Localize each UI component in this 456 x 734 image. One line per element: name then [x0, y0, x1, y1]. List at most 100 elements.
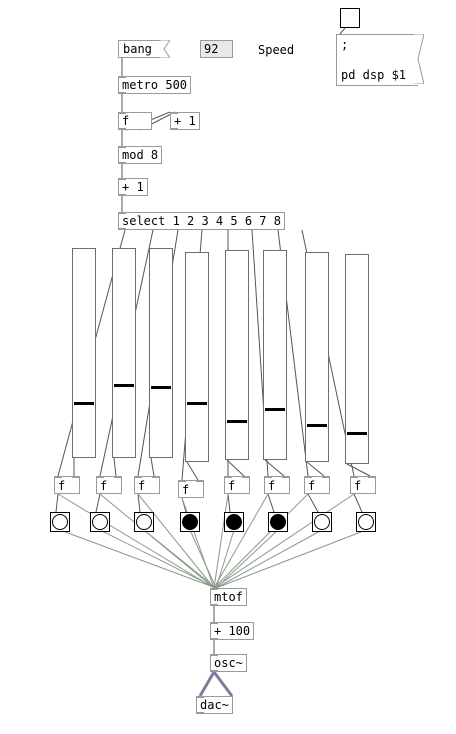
dac-text: dac~	[200, 698, 229, 712]
bang-circle-icon	[92, 514, 108, 530]
float-box-text: f	[138, 479, 146, 493]
dsp-message-line2: pd dsp $1	[341, 68, 407, 82]
dsp-message-line1: ;	[341, 38, 349, 52]
bang-circle-icon	[270, 514, 286, 530]
patch-cord	[339, 27, 346, 35]
vertical-slider-5[interactable]	[225, 250, 249, 460]
slider-knob[interactable]	[347, 432, 367, 435]
patch-cord	[215, 529, 279, 589]
bang-button-4[interactable]	[180, 512, 200, 532]
float-box-1[interactable]: f	[54, 476, 80, 494]
patch-cord	[189, 529, 217, 589]
float-box-text: f	[308, 479, 316, 493]
slider-knob[interactable]	[265, 408, 285, 411]
patch-cord	[99, 529, 217, 589]
float-object[interactable]: f	[118, 112, 152, 130]
plus-one-object[interactable]: + 1	[118, 178, 148, 196]
slider-knob[interactable]	[114, 384, 134, 387]
patch-cord	[226, 459, 245, 477]
bang-button-5[interactable]	[224, 512, 244, 532]
slider-knob[interactable]	[227, 420, 247, 423]
bang-circle-icon	[136, 514, 152, 530]
vertical-slider-8[interactable]	[345, 254, 369, 464]
vertical-slider-7[interactable]	[305, 252, 329, 462]
mtof-object[interactable]: mtof	[210, 588, 247, 606]
vertical-slider-2[interactable]	[112, 248, 136, 458]
metro-text: metro 500	[122, 78, 188, 92]
bang-circle-icon	[52, 514, 68, 530]
patch-cord	[198, 671, 216, 697]
bang-circle-icon	[358, 514, 374, 530]
slider-knob[interactable]	[151, 386, 171, 389]
vertical-slider-1[interactable]	[72, 248, 96, 458]
vertical-slider-6[interactable]	[263, 250, 287, 460]
patch-cord	[353, 493, 363, 513]
patch-cord	[213, 493, 355, 589]
patch-cord	[215, 529, 323, 589]
patch-cord	[143, 529, 217, 589]
patch-cord	[55, 493, 59, 513]
slider-knob[interactable]	[307, 424, 327, 427]
patch-cord	[137, 493, 215, 589]
mod-text: mod 8	[122, 148, 159, 162]
plus-hundred-text: + 100	[214, 624, 251, 638]
plus-hundred-object[interactable]: + 100	[210, 622, 255, 640]
patch-cord	[215, 529, 367, 589]
dac-object[interactable]: dac~	[196, 696, 233, 714]
bang-button-6[interactable]	[268, 512, 288, 532]
patch-cord	[59, 529, 217, 589]
float-box-5[interactable]: f	[224, 476, 250, 494]
speed-number-value: 92	[204, 42, 219, 56]
speed-number-box[interactable]: 92	[200, 40, 234, 58]
float-box-text: f	[268, 479, 276, 493]
bang-button-7[interactable]	[312, 512, 332, 532]
plus-one-text: + 1	[122, 180, 144, 194]
dsp-toggle[interactable]	[340, 8, 360, 28]
bang-circle-icon	[314, 514, 330, 530]
message-flag-icon	[414, 34, 425, 84]
patch-cord	[227, 493, 231, 513]
float-box-8[interactable]: f	[350, 476, 376, 494]
patch-cord	[307, 493, 319, 513]
float-text: f	[122, 114, 130, 128]
vertical-slider-4[interactable]	[185, 252, 209, 462]
vertical-slider-3[interactable]	[149, 248, 173, 458]
patch-cord	[113, 457, 117, 477]
patch-cord	[213, 493, 309, 589]
plus-one-counter-text: + 1	[174, 114, 196, 128]
patch-cord	[212, 671, 234, 697]
patch-cord	[57, 493, 215, 589]
float-box-2[interactable]: f	[96, 476, 122, 494]
float-box-4[interactable]: f	[178, 480, 204, 498]
bang-circle-icon	[226, 514, 242, 530]
bang-message[interactable]: bang	[118, 40, 170, 58]
patch-cord	[95, 493, 101, 513]
float-box-7[interactable]: f	[304, 476, 330, 494]
bang-button-8[interactable]	[356, 512, 376, 532]
bang-button-3[interactable]	[134, 512, 154, 532]
patch-cord	[213, 493, 229, 589]
message-flag-icon	[159, 40, 170, 58]
patch-cord	[215, 529, 235, 589]
patch-cord	[264, 459, 285, 477]
slider-knob[interactable]	[74, 402, 94, 405]
plus-one-counter[interactable]: + 1	[170, 112, 200, 130]
float-box-3[interactable]: f	[134, 476, 160, 494]
dsp-message[interactable]: ; pd dsp $1	[336, 34, 425, 86]
patch-cord	[137, 493, 141, 513]
bang-button-2[interactable]	[90, 512, 110, 532]
metro-object[interactable]: metro 500	[118, 76, 192, 94]
slider-knob[interactable]	[187, 402, 207, 405]
select-text: select 1 2 3 4 5 6 7 8	[122, 214, 281, 228]
float-box-6[interactable]: f	[264, 476, 290, 494]
osc-text: osc~	[214, 656, 243, 670]
patch-cord	[306, 461, 325, 477]
mod-object[interactable]: mod 8	[118, 146, 163, 164]
osc-object[interactable]: osc~	[210, 654, 247, 672]
bang-button-1[interactable]	[50, 512, 70, 532]
bang-circle-icon	[182, 514, 198, 530]
patch-cord	[213, 493, 269, 589]
mtof-text: mtof	[214, 590, 243, 604]
select-object[interactable]: select 1 2 3 4 5 6 7 8	[118, 212, 285, 230]
patch-cord	[186, 461, 199, 481]
